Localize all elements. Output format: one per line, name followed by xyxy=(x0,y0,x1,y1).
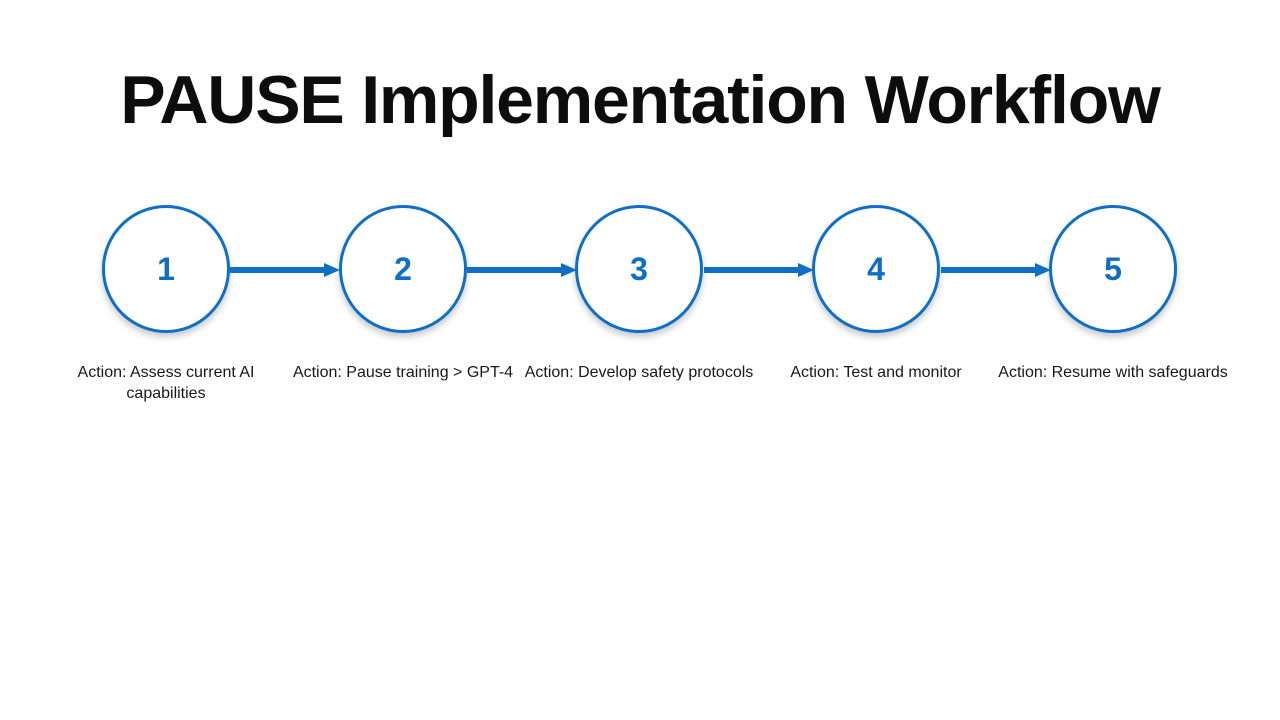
workflow-step-2-caption: Action: Pause training > GPT-4 xyxy=(292,364,514,381)
step-circle xyxy=(1049,205,1177,333)
flow-arrow-4-to-5 xyxy=(941,260,1051,280)
workflow-step-4-caption: Action: Test and monitor xyxy=(790,364,962,381)
step-number: 1 xyxy=(157,250,175,287)
workflow-step-1-caption: Action: Assess current AI capabilities xyxy=(77,364,255,402)
step-circle xyxy=(575,205,703,333)
step-number: 3 xyxy=(630,250,648,287)
workflow-step-1[interactable]: 1 xyxy=(102,205,230,333)
workflow-step-3-caption: Action: Develop safety protocols xyxy=(524,364,754,381)
flow-arrow-1-to-2 xyxy=(230,260,340,280)
step-circle xyxy=(339,205,467,333)
workflow-diagram: 1 2 3 xyxy=(0,205,1280,335)
workflow-step-5[interactable]: 5 xyxy=(1049,205,1177,333)
workflow-step-4[interactable]: 4 xyxy=(812,205,940,333)
workflow-step-2[interactable]: 2 xyxy=(339,205,467,333)
step-number: 4 xyxy=(867,250,885,287)
flow-arrow-2-to-3 xyxy=(467,260,577,280)
page-title: PAUSE Implementation Workflow xyxy=(120,62,1161,138)
step-circle xyxy=(812,205,940,333)
workflow-step-5-caption: Action: Resume with safeguards xyxy=(998,364,1228,381)
flow-arrow-3-to-4 xyxy=(704,260,814,280)
workflow-step-3[interactable]: 3 xyxy=(575,205,703,333)
step-number: 5 xyxy=(1104,250,1122,287)
step-number: 2 xyxy=(394,250,412,287)
step-circle xyxy=(102,205,230,333)
